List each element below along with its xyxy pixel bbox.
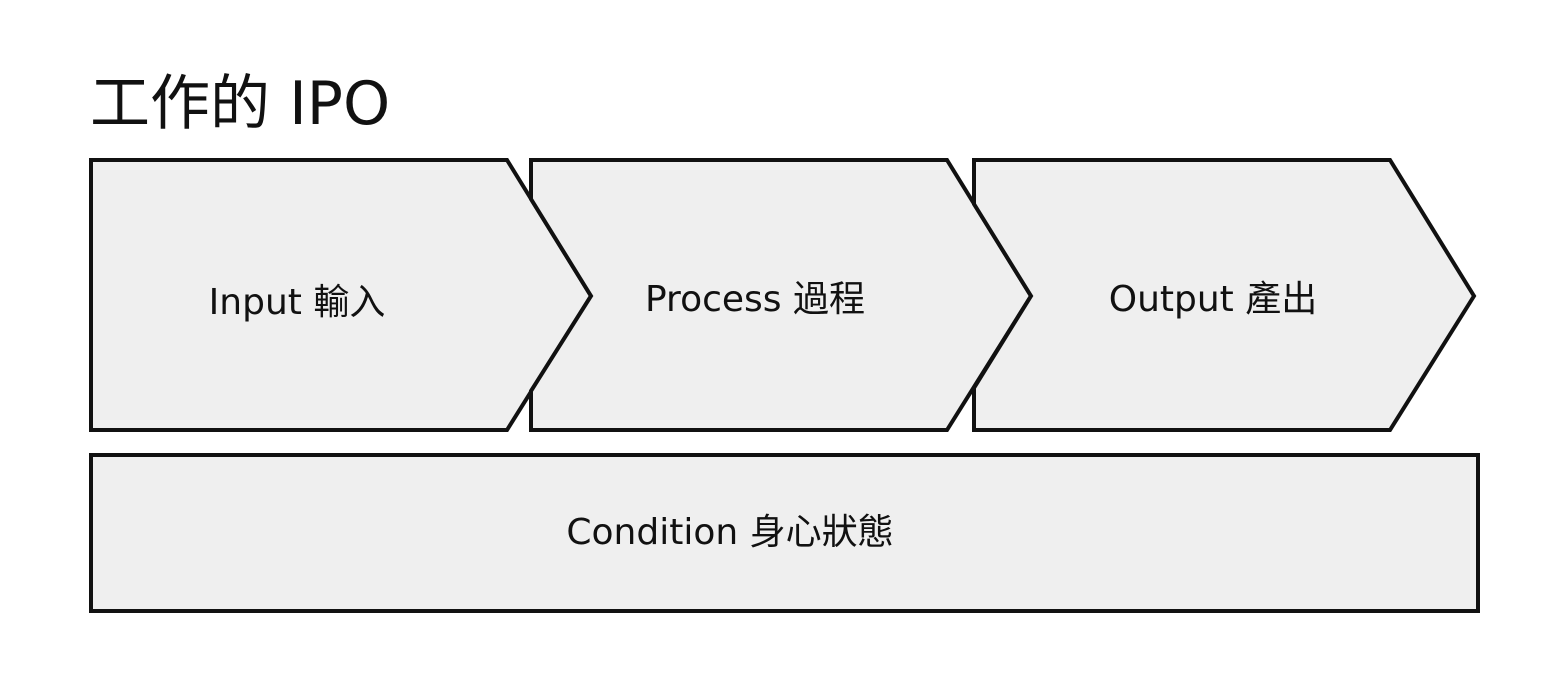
page-title: 工作的 IPO xyxy=(90,69,391,139)
condition-base-label: Condition 身心狀態 xyxy=(566,512,893,553)
input-step-label: Input 輸入 xyxy=(209,282,386,323)
output-step-shape xyxy=(972,158,1477,432)
condition-base-shape xyxy=(89,453,1480,613)
process-step-label: Process 過程 xyxy=(645,279,865,320)
output-step-label: Output 產出 xyxy=(1109,279,1318,320)
